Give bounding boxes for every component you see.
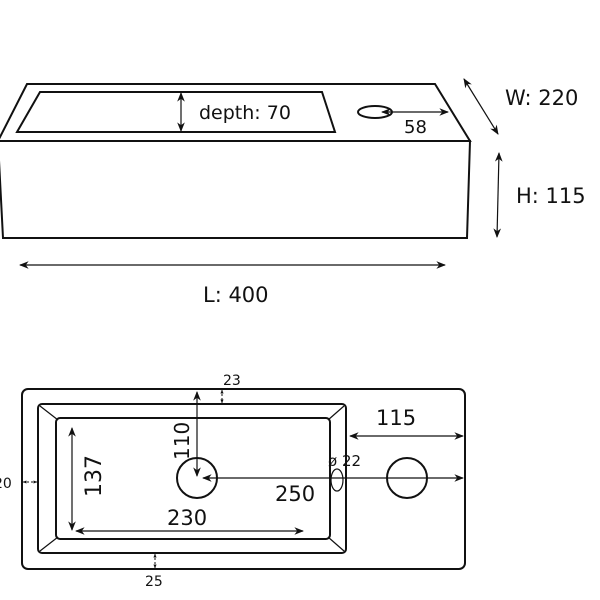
overflow-hole bbox=[330, 468, 344, 492]
height-arrow bbox=[493, 152, 503, 238]
tap-to-edge-label: 115 bbox=[376, 406, 416, 430]
overflow-label: ø 22 bbox=[328, 452, 361, 470]
tap-offset-label: 58 bbox=[404, 117, 427, 138]
drain-from-edge-label: 110 bbox=[170, 422, 194, 460]
sink-front-face bbox=[0, 140, 472, 239]
top-margin-label: 23 bbox=[223, 373, 241, 389]
sink-outline bbox=[21, 388, 466, 570]
width-arrow bbox=[463, 78, 499, 135]
length-label: L: 400 bbox=[203, 283, 269, 307]
depth-label: depth: 70 bbox=[199, 102, 291, 124]
bevel-lines bbox=[39, 405, 345, 552]
bottom-margin-label: 25 bbox=[145, 574, 163, 590]
basin-length-label: 230 bbox=[167, 506, 207, 530]
top-view: 110 137 230 250 115 ø 22 23 25 20 bbox=[0, 373, 466, 590]
width-label: W: 220 bbox=[505, 86, 578, 110]
drain-to-tap-label: 250 bbox=[275, 482, 315, 506]
basin-width-label: 137 bbox=[82, 455, 107, 497]
perspective-view: depth: 70 58 W: 220 H: 115 L: 400 bbox=[0, 78, 586, 307]
basin-opening bbox=[15, 91, 337, 133]
height-label: H: 115 bbox=[516, 184, 586, 208]
left-margin-label: 20 bbox=[0, 476, 12, 492]
